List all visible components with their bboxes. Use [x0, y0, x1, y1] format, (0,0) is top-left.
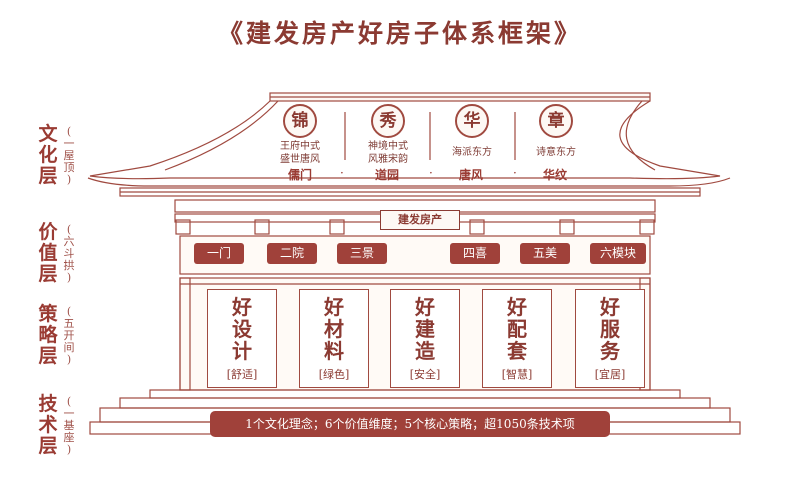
page-title: 《建发房产好房子体系框架》	[217, 19, 582, 48]
strategy-card-design: 好设计 [舒适]	[207, 289, 277, 388]
culture-desc-hua: 海派东方	[452, 147, 492, 158]
culture-jewel-jin: 锦	[283, 104, 317, 138]
layer-strategy-sub: (五开间)	[63, 305, 75, 366]
culture-separator: ·	[340, 166, 344, 180]
culture-desc-zhang: 诗意东方	[536, 147, 576, 158]
strategy-tag: [舒适]	[226, 368, 258, 381]
culture-jewel-xiu: 秀	[371, 104, 405, 138]
layer-value-label: 价值层	[38, 221, 58, 285]
strategy-tag: [绿色]	[318, 368, 350, 381]
strategy-name: 好设计	[232, 295, 252, 363]
culture-separator: ·	[429, 166, 433, 180]
value-tag-sanjing: 三景	[337, 243, 387, 264]
layer-culture-label: 文化层	[38, 123, 58, 187]
strategy-card-construction: 好建造 [安全]	[390, 289, 460, 388]
layer-strategy-label: 策略层	[38, 303, 58, 367]
culture-virtue-daoyuan: 道园	[374, 168, 399, 182]
layer-tech-label: 技术层	[38, 393, 58, 457]
value-tag-liumokuai: 六模块	[590, 243, 646, 264]
strategy-card-material: 好材料 [绿色]	[299, 289, 369, 388]
strategy-name: 好材料	[324, 295, 344, 363]
strategy-tag: [安全]	[409, 368, 441, 381]
culture-virtue-tangfeng: 唐风	[458, 168, 483, 182]
value-tag-eryuan: 二院	[267, 243, 317, 264]
culture-jewel-hua: 华	[455, 104, 489, 138]
strategy-name: 好配套	[507, 295, 527, 363]
strategy-tag: [宜居]	[594, 368, 626, 381]
value-tag-yimen: 一门	[194, 243, 244, 264]
strategy-card-service: 好服务 [宜居]	[575, 289, 645, 388]
culture-separator: ·	[513, 166, 517, 180]
tech-base-banner: 1个文化理念；6个价值维度；5个核心策略；超1050条技术项	[210, 411, 610, 437]
value-tag-sixi: 四喜	[450, 243, 500, 264]
strategy-card-facility: 好配套 [智慧]	[482, 289, 552, 388]
strategy-name: 好服务	[600, 295, 620, 363]
culture-jewel-zhang: 章	[539, 104, 573, 138]
culture-desc-xiu: 神境中式风雅宋韵	[368, 141, 408, 165]
layer-tech-sub: (一基座)	[63, 395, 75, 456]
culture-virtue-rumen: 儒门	[287, 168, 312, 182]
layer-value-sub: (六斗拱)	[63, 223, 75, 284]
strategy-name: 好建造	[415, 295, 435, 363]
strategy-tag: [智慧]	[501, 368, 533, 381]
culture-virtue-huawen: 华纹	[542, 168, 567, 182]
layer-culture-sub: (一屋顶)	[63, 125, 75, 186]
culture-desc-jin: 王府中式盛世唐风	[280, 141, 320, 165]
building-plaque: 建发房产	[380, 210, 460, 230]
value-tag-wumei: 五美	[520, 243, 570, 264]
